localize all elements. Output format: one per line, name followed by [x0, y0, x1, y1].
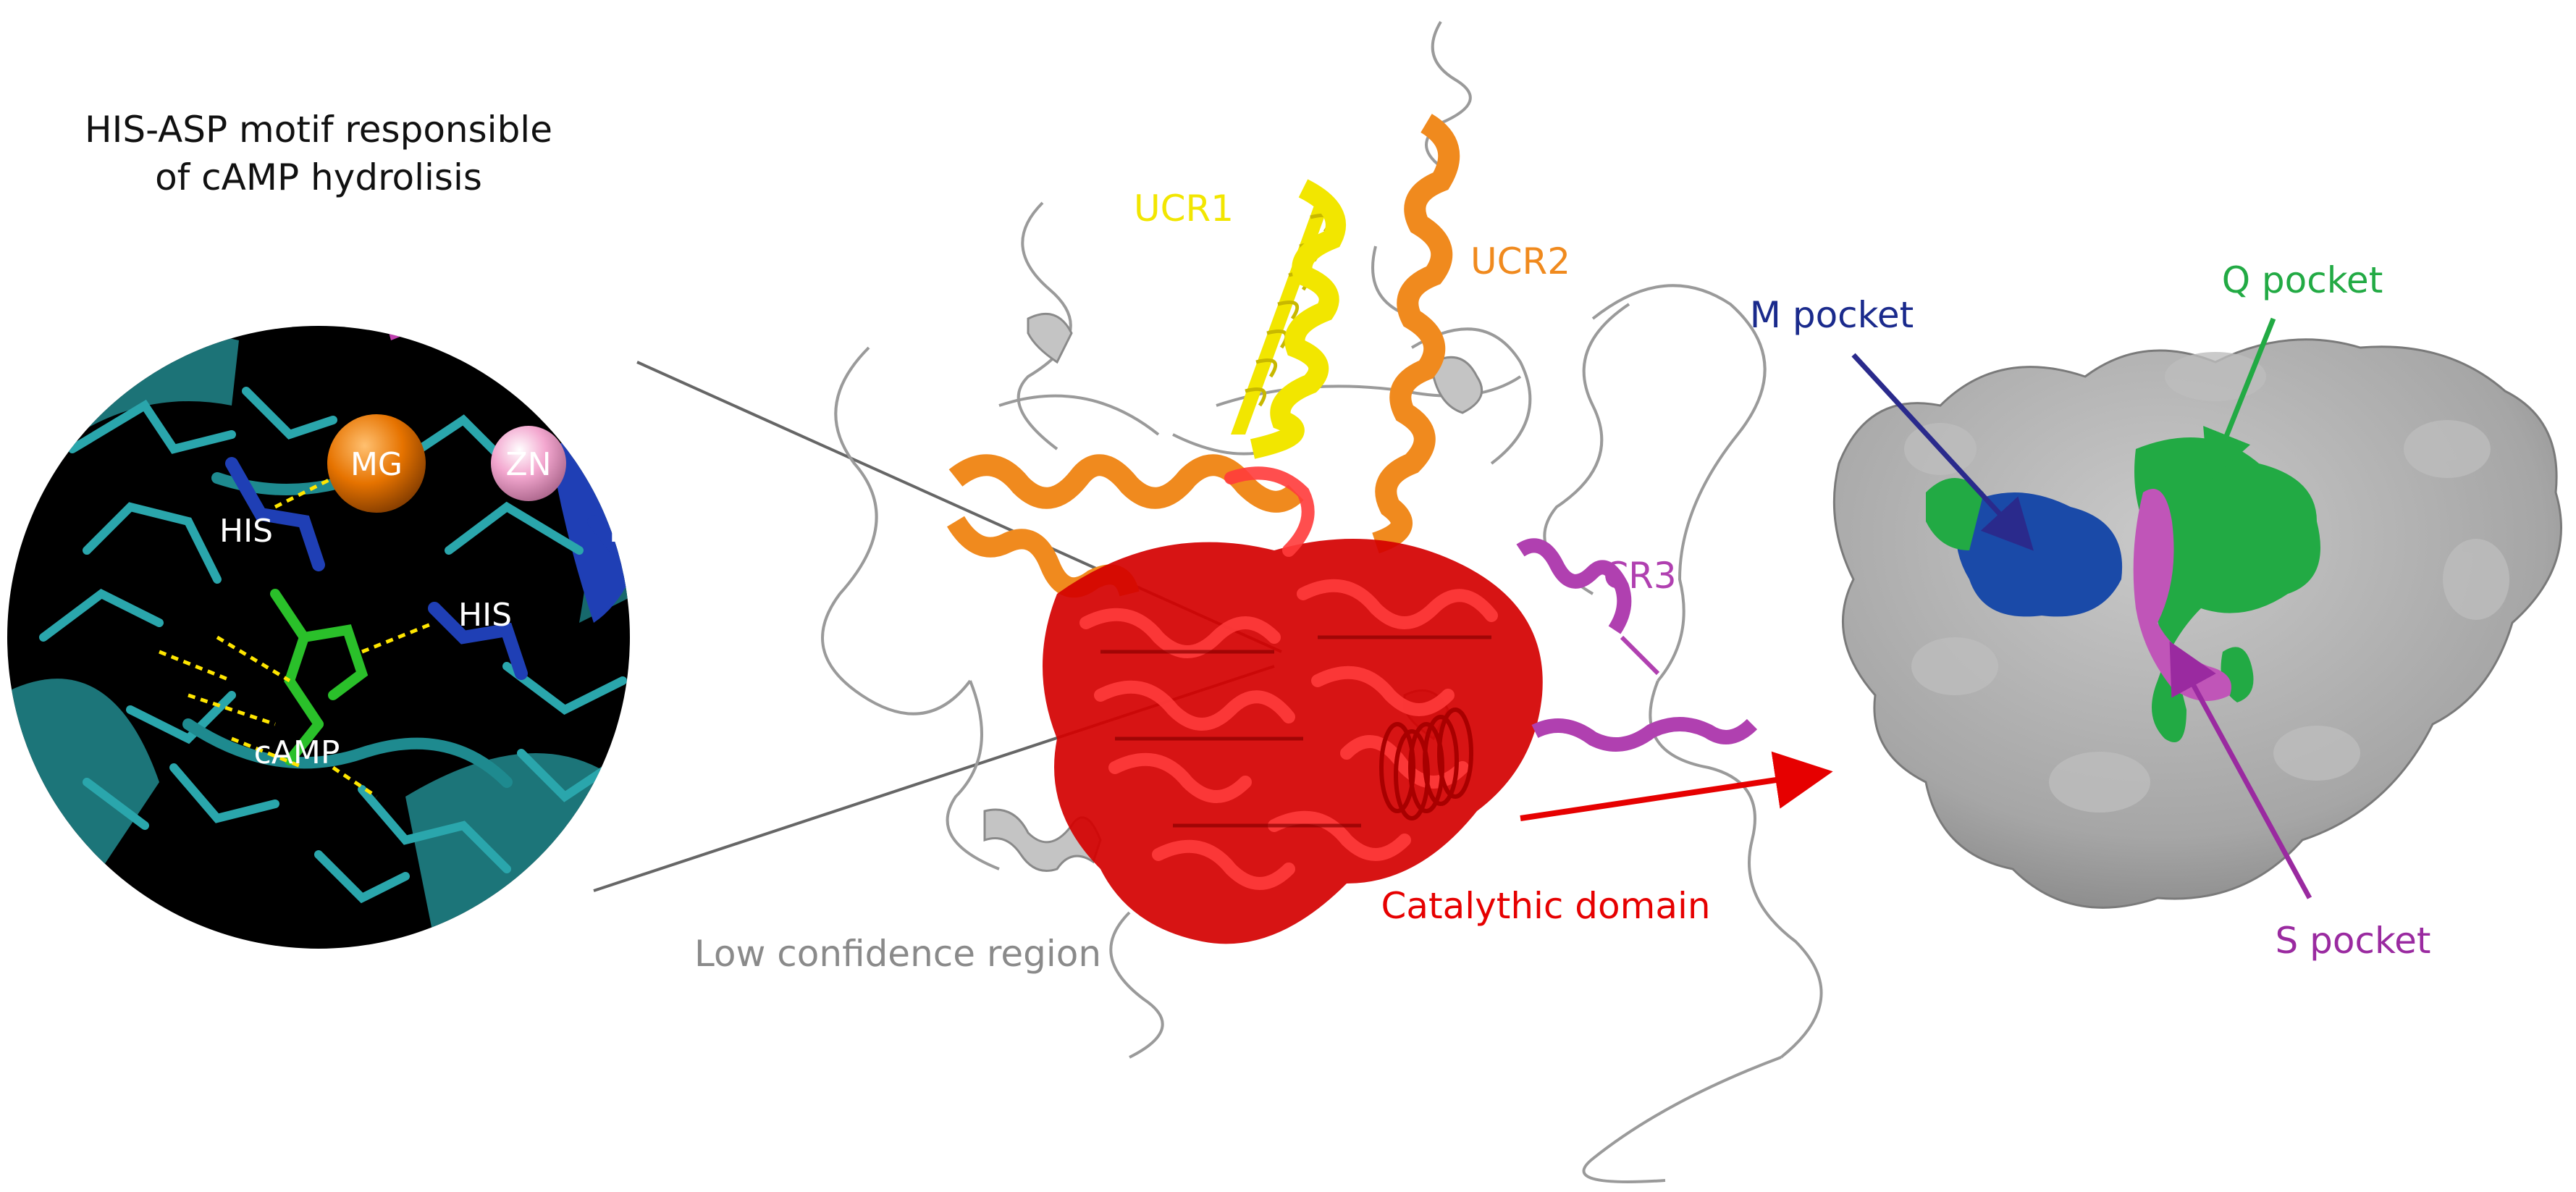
- zn-ion: [491, 426, 566, 501]
- mg-ion: [327, 414, 426, 513]
- surface-view: M pocket Q pocket S pocket: [1750, 259, 2562, 962]
- label-zn: ZN: [505, 446, 551, 483]
- s-pocket-surface: [2133, 489, 2231, 701]
- m-pocket-arrow: [1851, 353, 2034, 551]
- q-pocket-surface: [1926, 437, 2320, 742]
- q-pocket-arrow: [2203, 317, 2276, 482]
- label-ucr2: UCR2: [1470, 240, 1570, 282]
- label-cr3: CR3: [1603, 555, 1676, 597]
- label-s-pocket: S pocket: [2276, 920, 2431, 962]
- label-q-pocket: Q pocket: [2222, 259, 2383, 301]
- ucr1-helix: [1231, 179, 1346, 459]
- label-camp: cAMP: [254, 734, 340, 771]
- inset-title-line2: of cAMP hydrolisis: [155, 156, 482, 198]
- label-catalytic-domain: Catalythic domain: [1381, 885, 1710, 927]
- label-asp-top: ASP: [390, 295, 451, 332]
- label-m-pocket: M pocket: [1750, 294, 1914, 336]
- label-his-left: HIS: [219, 513, 273, 550]
- label-his-right: HIS: [609, 513, 662, 550]
- catalytic-domain: [1043, 466, 1543, 944]
- full-structure: UCR1 UCR2 CR3 Catalythic domain Low conf…: [694, 20, 1823, 1183]
- label-his-center: HIS: [458, 597, 512, 634]
- s-pocket-arrow: [2169, 641, 2312, 899]
- label-low-confidence-region: Low confidence region: [694, 933, 1101, 975]
- inset-title-line1: HIS-ASP motif responsible: [85, 109, 552, 151]
- label-ucr1: UCR1: [1134, 188, 1234, 230]
- red-arrow: [1520, 751, 1833, 821]
- protein-surface: [1832, 338, 2562, 909]
- label-mg: MG: [350, 446, 403, 483]
- active-site-inset: HIS-ASP motif responsible of cAMP hydrol…: [7, 109, 662, 949]
- label-asp-right: ASP: [576, 384, 638, 421]
- cr3-helices: [1516, 538, 1758, 752]
